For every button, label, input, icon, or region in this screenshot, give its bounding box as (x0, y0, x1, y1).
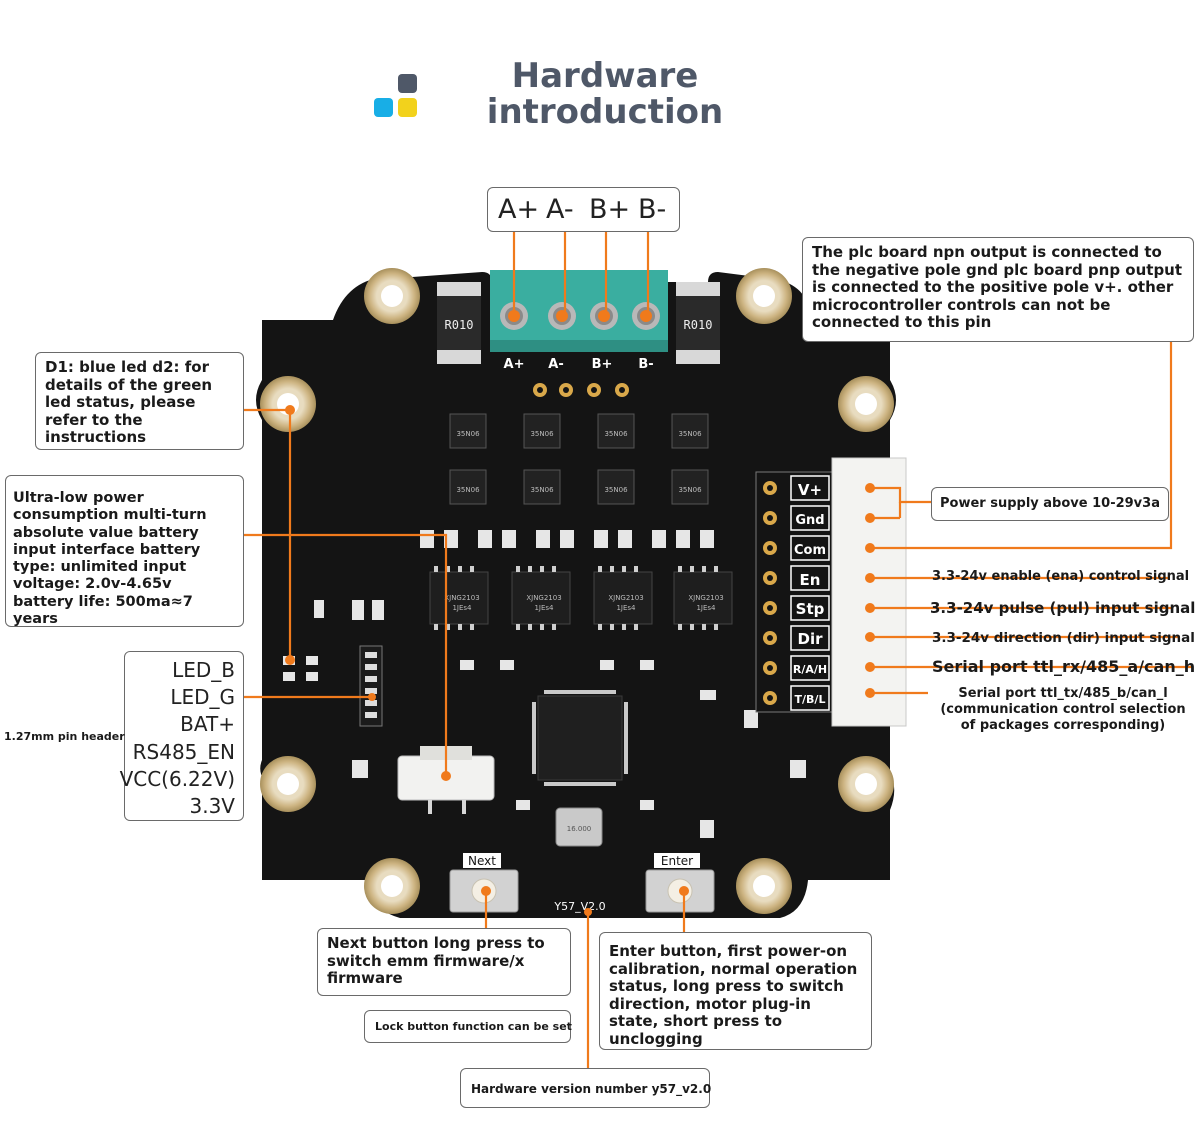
leader-dots (285, 310, 875, 916)
pin-label-led-b: LED_B (172, 658, 235, 682)
driver-label: XJNG2103 (444, 594, 479, 602)
enter-button-note: Enter button, first power-on calibration… (599, 932, 872, 1050)
pin-tbl: T/B/L (795, 693, 826, 706)
pin-label-bat-plus: BAT+ (180, 712, 235, 736)
signal-connector: V+ Gnd Com En Stp Dir R/A/H T/B/L (755, 457, 907, 727)
plc-note: The plc board npn output is connected to… (802, 237, 1194, 342)
resistor-label: R010 (445, 318, 474, 332)
driver-label: XJNG2103 (688, 594, 723, 602)
silk-enter: Enter (661, 854, 693, 868)
page-title: Hardware introduction (440, 58, 770, 130)
pin-label-rs485-en: RS485_EN (132, 740, 235, 764)
pin-label-vcc: VCC(6.22V) (119, 767, 235, 791)
svg-text:35N06: 35N06 (604, 486, 628, 494)
logo-square-blue (374, 98, 393, 117)
title-line-2: introduction (486, 92, 724, 132)
silk-b-minus: B- (638, 357, 653, 372)
mounting-holes (260, 268, 894, 914)
crystal: 16.000 (555, 807, 603, 847)
crystal-label: 16.000 (567, 825, 592, 833)
led-note: D1: blue led d2: for details of the gree… (35, 352, 244, 450)
pin-en: En (800, 571, 821, 589)
passives (314, 530, 806, 838)
signal-serial-tx-line2: (communication control selection (940, 702, 1186, 717)
signal-serial-tx-line1: Serial port ttl_tx/485_b/can_l (958, 686, 1168, 701)
pin-dir: Dir (798, 630, 824, 648)
pin-stp: Stp (796, 600, 825, 618)
driver-code: 1JEs4 (616, 604, 636, 612)
svg-text:35N06: 35N06 (530, 486, 554, 494)
svg-text:35N06: 35N06 (456, 430, 480, 438)
logo-square-yellow (398, 98, 417, 117)
pin-com: Com (794, 543, 826, 558)
silk-a-minus: A- (548, 357, 563, 372)
signal-direction: 3.3-24v direction (dir) input signal (932, 630, 1195, 646)
lock-button-note: Lock button function can be set (364, 1010, 572, 1043)
svg-text:35N06: 35N06 (604, 430, 628, 438)
next-button-note: Next button long press to switch emm fir… (317, 928, 571, 996)
battery-note: Ultra-low power consumption multi-turn a… (5, 475, 244, 627)
pin-gnd: Gnd (795, 513, 824, 528)
motor-silkscreen: A+ A- B+ B- (504, 357, 654, 372)
signal-serial-tx: Serial port ttl_tx/485_b/can_l (communic… (936, 686, 1190, 734)
mcu-chip (532, 690, 628, 786)
title-line-1: Hardware (511, 56, 699, 96)
silk-next: Next (468, 854, 496, 868)
motor-label-a-minus: A- (546, 194, 574, 225)
resistor-label: R010 (684, 318, 713, 332)
pin-header-labels: LED_B LED_G BAT+ RS485_EN VCC(6.22V) 3.3… (120, 651, 244, 821)
driver-ics: XJNG2103 1JEs4 XJNG2103 1JEs4 XJNG2103 1… (429, 566, 733, 630)
pin-vplus: V+ (798, 481, 822, 499)
driver-code: 1JEs4 (696, 604, 716, 612)
motor-pads (533, 383, 629, 397)
motor-label-b-plus: B+ (589, 194, 631, 225)
signal-enable: 3.3-24v enable (ena) control signal (932, 569, 1190, 584)
motor-label-b-minus: B- (638, 194, 667, 225)
hardware-version-note: Hardware version number y57_v2.0 (460, 1068, 711, 1108)
silk-b-plus: B+ (592, 357, 613, 372)
pin-label-led-g: LED_G (170, 685, 235, 709)
svg-text:35N06: 35N06 (678, 486, 702, 494)
logo-square-dark (398, 74, 417, 93)
motor-terminal-block (490, 270, 668, 352)
signal-serial-rx: Serial port ttl_rx/485_a/can_h (932, 657, 1196, 676)
shunt-resistor-left: R010 (437, 282, 481, 364)
pin-header-1-27mm (359, 645, 383, 727)
driver-label: XJNG2103 (526, 594, 561, 602)
silk-a-plus: A+ (504, 357, 525, 372)
driver-code: 1JEs4 (534, 604, 554, 612)
shunt-resistor-right: R010 (676, 282, 720, 364)
svg-text:35N06: 35N06 (530, 430, 554, 438)
silk-version: Y57_V2.0 (553, 900, 605, 913)
svg-text:35N06: 35N06 (456, 486, 480, 494)
mosfets (449, 413, 709, 505)
pin-rah: R/A/H (793, 663, 827, 676)
driver-label: XJNG2103 (608, 594, 643, 602)
pin-label-3v3: 3.3V (189, 794, 236, 818)
power-supply-note: Power supply above 10-29v3a (931, 487, 1169, 521)
signal-pulse: 3.3-24v pulse (pul) input signal (930, 599, 1196, 617)
pin-header-caption: 1.27mm pin header (4, 730, 125, 743)
motor-label-a-plus: A+ (498, 194, 540, 225)
svg-text:35N06: 35N06 (678, 430, 702, 438)
signal-serial-tx-line3: of packages corresponding) (960, 718, 1166, 733)
driver-code: 1JEs4 (452, 604, 472, 612)
mosfet-labels: 35N06 35N06 35N06 35N06 35N06 35N06 35N06 35… (456, 430, 702, 494)
leader-lines (244, 232, 1192, 1068)
motor-terminal-label-box: A+ A- B+ B- (487, 187, 680, 232)
